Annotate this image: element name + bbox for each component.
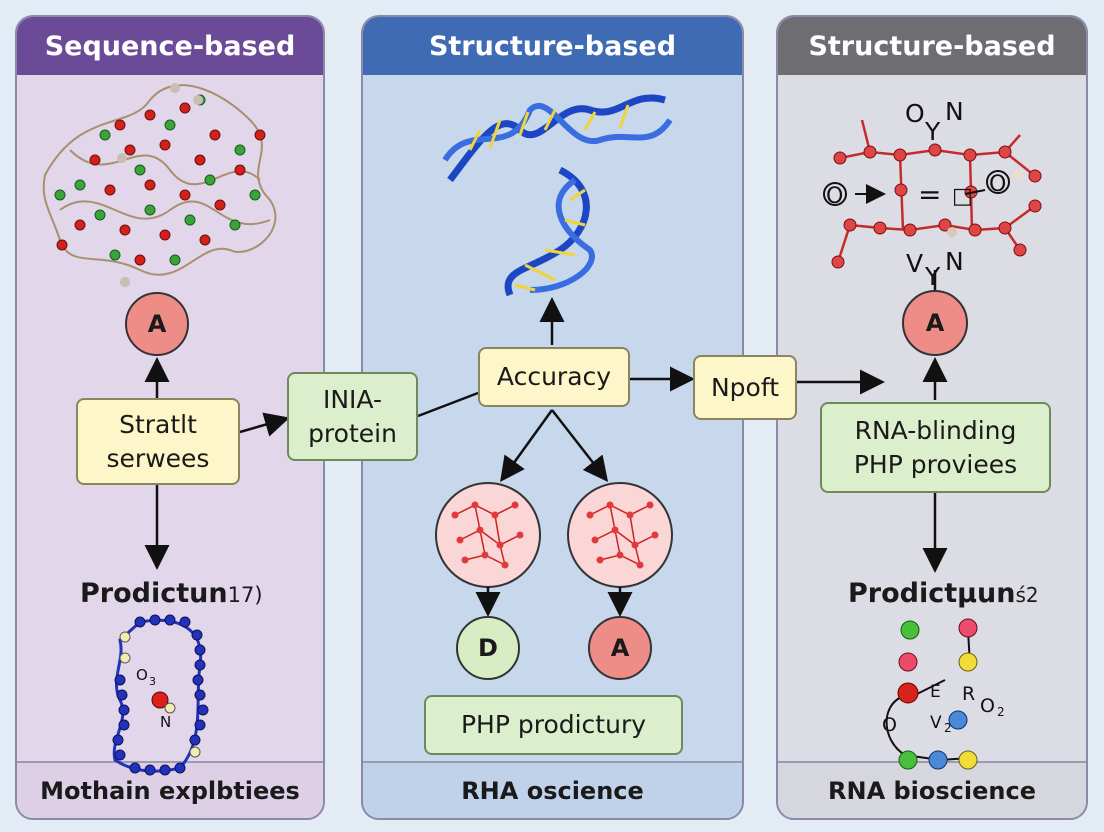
right-mol-label-e: E (930, 682, 941, 702)
right-molecule-bottom-illustration (885, 618, 978, 770)
node-a-middle: A (588, 616, 652, 680)
right-label-o-right: O (989, 172, 1006, 197)
protein-structure-illustration (42, 83, 277, 287)
panel-header: Sequence-based (17, 17, 323, 75)
right-label-o: O (905, 99, 925, 128)
node-a-right: A (902, 290, 968, 356)
right-mol-label-r: R (962, 683, 975, 705)
right-mol-label-o: O (882, 714, 897, 736)
right-label-v: V (906, 249, 923, 278)
php-prodictury-box: PHP prodictury (424, 695, 683, 755)
panel-header: Structure-based (778, 17, 1086, 75)
panel-header: Structure-based (363, 17, 742, 75)
prediction-suffix: 17) (227, 583, 263, 607)
node-a-left: A (125, 292, 189, 356)
prediction-label-right: Prodictµunś2 (848, 578, 1039, 609)
mol-label-o-sub: 3 (149, 675, 156, 688)
prediction-text: Prodictun (80, 578, 228, 609)
right-mol-label-o2: O (980, 695, 995, 717)
prediction-text: Prodictµun (848, 578, 1016, 609)
structure-based-panel-middle: Structure-based RHA oscience (361, 15, 744, 820)
mol-label-n: N (160, 713, 171, 731)
right-mol-label-v2-sub: 2 (944, 721, 952, 735)
stratlt-serwees-box: Stratlt serwees (76, 398, 240, 485)
rna-blinding-box: RNA-blinding PHP proviees (820, 402, 1051, 493)
right-mol-label-v2: V (930, 713, 942, 733)
right-label-n2: N (945, 247, 964, 276)
prediction-label-left: Prodictun17) (80, 578, 263, 609)
right-label-n: N (945, 97, 964, 126)
right-label-y2: Y (924, 262, 941, 291)
network-circle-left (435, 482, 541, 588)
node-d: D (456, 616, 520, 680)
flow-arrows (144, 270, 948, 617)
dna-helix-illustration (442, 94, 673, 297)
right-label-box: □ (952, 184, 973, 209)
panel-footer: RHA oscience (363, 761, 742, 818)
prediction-suffix: ś2 (1015, 583, 1039, 607)
right-label-y: Y (924, 117, 941, 146)
network-circle-right (567, 482, 673, 588)
npoft-box: Npoft (693, 355, 797, 420)
panel-footer: Mothain explbtiees (17, 761, 323, 818)
right-mol-label-o2-sub: 2 (997, 705, 1005, 719)
left-molecule-illustration (112, 614, 209, 776)
mol-label-o: O (136, 666, 148, 684)
right-label-o-left: O (826, 184, 843, 209)
accuracy-box: Accuracy (478, 347, 630, 407)
right-label-eq: = (918, 178, 941, 211)
right-molecule-top-illustration (823, 119, 1042, 269)
inia-protein-box: INIA-protein (287, 372, 418, 461)
